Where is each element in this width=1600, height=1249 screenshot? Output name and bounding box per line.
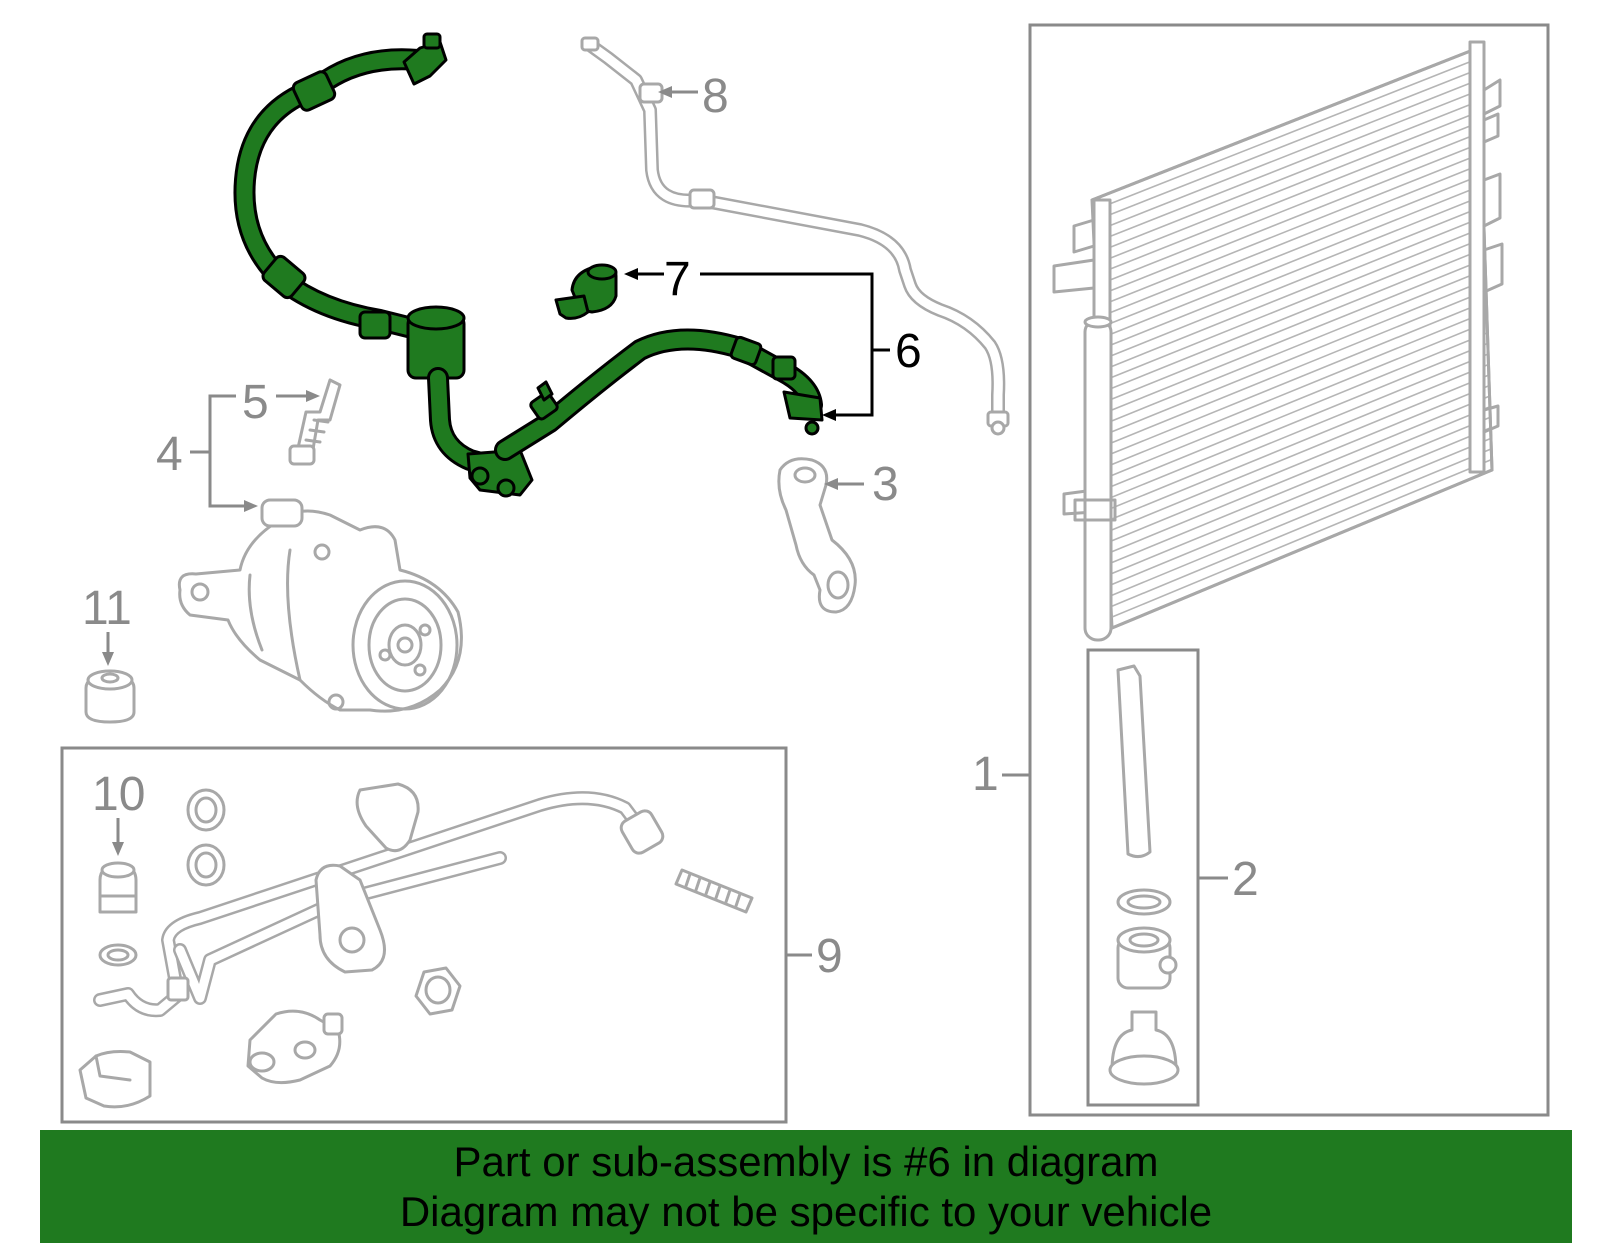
banner-line-disclaimer: Diagram may not be specific to your vehi… (399, 1187, 1213, 1235)
condenser-fin (1101, 258, 1486, 415)
hose-assembly-6: 6 (233, 32, 922, 498)
kit-9-group: 9 10 (60, 746, 843, 1124)
cap-11: 11 (82, 582, 136, 724)
condenser-fin (1110, 448, 1492, 608)
callout-11-label: 11 (82, 582, 132, 635)
condenser-fin (1104, 311, 1488, 469)
callout-5-label: 5 (242, 376, 269, 429)
condenser-fin (1105, 332, 1488, 490)
condenser-fin (1097, 163, 1483, 319)
condenser-fin (1095, 121, 1481, 276)
condenser-fin (1103, 289, 1487, 447)
condenser-fin (1107, 374, 1490, 533)
dryer-kit-parts (1108, 664, 1180, 1086)
condenser-fin (1111, 458, 1492, 619)
condenser-fin (1101, 247, 1485, 405)
condenser-fin (1096, 152, 1482, 308)
condenser-fin (1103, 300, 1487, 458)
condenser-fin (1102, 268, 1486, 426)
callout-1-label: 1 (972, 748, 999, 801)
callout-3-label: 3 (872, 458, 899, 511)
condenser-fin (1094, 100, 1481, 255)
condenser-fin (1099, 205, 1484, 362)
liquid-line-8: 8 (580, 36, 1010, 436)
condenser-fin (1099, 216, 1484, 372)
condenser-fin (1097, 173, 1483, 330)
condenser-frame (1028, 23, 1550, 1117)
condenser-fin (1109, 416, 1491, 576)
condenser-fin (1108, 395, 1490, 554)
callout-7-label: 7 (664, 253, 691, 306)
condenser-fin (1093, 78, 1480, 233)
condenser-fin (1096, 142, 1482, 298)
condenser-fin (1100, 237, 1485, 394)
condenser-fin (1106, 353, 1489, 512)
condenser-fin (1109, 427, 1491, 586)
condenser-core (1052, 40, 1504, 642)
valve-5: 5 (242, 376, 342, 466)
condenser-fin (1104, 321, 1488, 479)
info-banner: Part or sub-assembly is #6 in diagram Di… (40, 1130, 1572, 1243)
condenser-fin (1105, 342, 1489, 501)
callout-2-label: 2 (1232, 853, 1259, 906)
condenser-fin (1100, 226, 1485, 383)
condenser-fin (1106, 363, 1489, 522)
condenser-fin (1098, 184, 1483, 340)
callout-6-label: 6 (895, 325, 922, 378)
banner-line-part: Part or sub-assembly is #6 in diagram (453, 1137, 1159, 1185)
pressure-switch-7: 7 (554, 253, 691, 320)
condenser-fin (1093, 89, 1480, 244)
condenser-group: 1 2 (972, 23, 1550, 1117)
condenser-fin (1094, 110, 1481, 265)
callout-10-label: 10 (92, 768, 145, 821)
condenser-fin (1110, 437, 1492, 597)
callout-9-label: 9 (816, 930, 843, 983)
callout-4-label: 4 (156, 428, 183, 481)
condenser-fins (1092, 57, 1492, 619)
compressor-4 (177, 498, 463, 713)
condenser-fin (1092, 68, 1479, 223)
kit-9-frame (60, 746, 788, 1124)
condenser-fin (1098, 194, 1484, 351)
condenser-fin (1102, 279, 1487, 437)
condenser-fin (1095, 131, 1482, 287)
bracket-3: 3 (777, 457, 899, 614)
condenser-fin (1107, 384, 1490, 544)
callout-8-label: 8 (702, 70, 729, 123)
condenser-fin (1108, 405, 1491, 565)
condenser-fin (1092, 57, 1479, 212)
